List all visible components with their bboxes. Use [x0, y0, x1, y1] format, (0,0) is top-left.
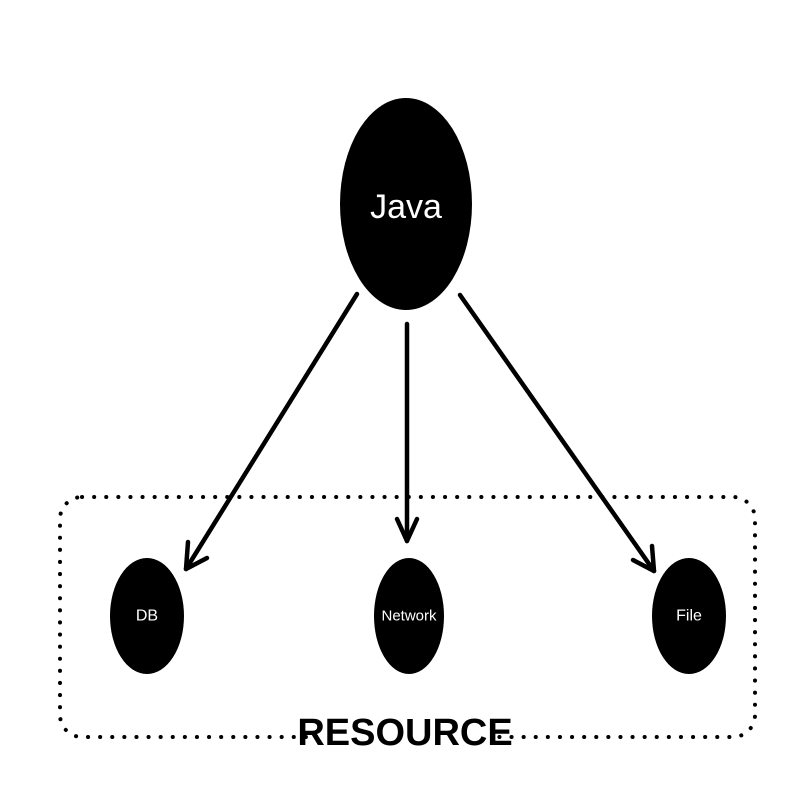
node-network-label: Network: [381, 608, 437, 625]
edge-java-network: [394, 321, 420, 544]
edge-java-db: [183, 291, 360, 572]
node-db: DB: [110, 558, 184, 674]
resource-group-label: RESOURCE: [297, 712, 512, 754]
node-file-shape: [652, 558, 726, 674]
edge-java-db-line: [183, 291, 360, 572]
node-file-label: File: [676, 608, 702, 625]
edge-java-file-arrowhead: [630, 543, 657, 574]
node-java-label: Java: [370, 188, 442, 226]
node-network-shape: [374, 558, 444, 674]
edge-java-file: [457, 292, 657, 574]
node-java: Java: [340, 98, 472, 310]
edges: [183, 291, 657, 574]
node-db-label: DB: [136, 608, 158, 625]
edge-java-network-arrowhead: [394, 516, 420, 544]
node-db-shape: [110, 558, 184, 674]
node-file: File: [652, 558, 726, 674]
node-java-shape: [340, 98, 472, 310]
edge-java-db-arrowhead: [183, 539, 210, 572]
node-network: Network: [374, 558, 444, 674]
edge-java-file-line: [457, 292, 657, 574]
resource-label-background: [318, 712, 490, 758]
